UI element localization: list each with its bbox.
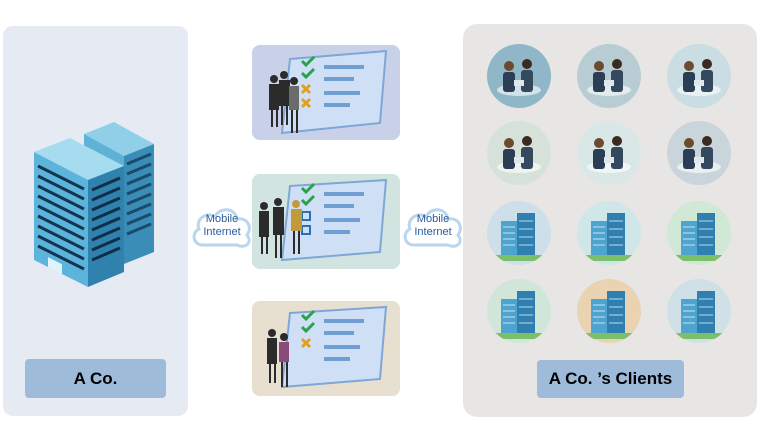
client-12 [667,279,731,343]
client-7 [487,201,551,265]
client-5 [577,121,641,185]
client-10 [487,279,551,343]
client-2 [577,44,641,108]
client-1 [487,44,551,108]
presentation-icon [487,121,551,185]
client-4 [487,121,551,185]
pink-office-building-icon [577,201,641,265]
skyscraper-icon [487,201,551,265]
office-worker-icon [577,121,641,185]
office-complex-icon [487,279,551,343]
clients-label: A Co. ’s Clients [537,360,684,398]
checklist-people-icon [252,174,400,269]
cloud-line-2: Internet [414,226,452,238]
checklist-card-3 [252,301,400,396]
checklist-card-1 [252,45,400,140]
checklist-card-2 [252,174,400,269]
city-buildings-icon [667,201,731,265]
cloud-line-2: Internet [203,226,241,238]
client-6 [667,121,731,185]
cloud-icon [192,208,251,248]
checklist-people-icon [252,301,400,396]
cloud-line-1: Mobile [205,213,239,225]
client-8 [577,201,641,265]
glass-tower-icon [667,279,731,343]
cloud-icon [403,208,462,248]
office-building-icon [30,122,158,290]
meeting-people-icon [487,44,551,108]
conference-room-icon [667,121,731,185]
bank-building-icon [577,279,641,343]
company-label: A Co. [25,359,166,398]
checklist-people-icon [252,45,400,140]
mobile-internet-cloud-left: Mobile Internet [189,199,255,255]
client-3 [667,44,731,108]
client-9 [667,201,731,265]
team-group-icon [667,44,731,108]
cloud-line-1: Mobile [416,213,450,225]
mobile-internet-cloud-right: Mobile Internet [400,199,466,255]
client-11 [577,279,641,343]
business-handshake-icon [577,44,641,108]
